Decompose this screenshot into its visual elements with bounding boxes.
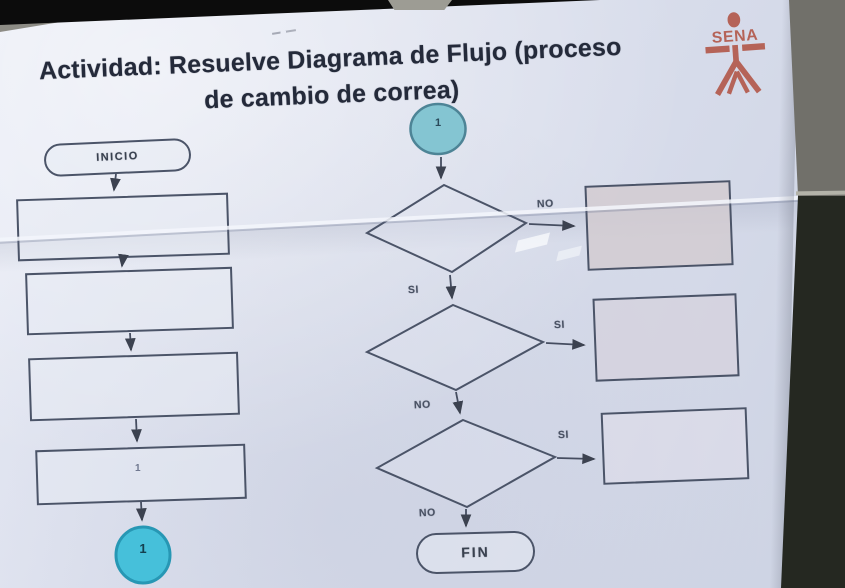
connector-bottom-label: 1 bbox=[139, 541, 147, 556]
offpage-connector-top bbox=[409, 102, 467, 156]
arrow-d3-si-to-result3 bbox=[556, 453, 596, 465]
decision3-down-label: NO bbox=[418, 506, 437, 520]
sena-figure-bar-left bbox=[705, 45, 730, 54]
sena-logo-head bbox=[727, 12, 741, 28]
decision-diamond-2 bbox=[364, 303, 546, 392]
process-box-2 bbox=[25, 266, 234, 336]
arrow-p3-to-p4 bbox=[131, 418, 142, 443]
decision-diamond-1 bbox=[364, 183, 529, 274]
process-box-4-note: 1 bbox=[135, 463, 141, 474]
sena-logo-graphic: SENA bbox=[705, 12, 766, 96]
sena-figure bbox=[715, 44, 762, 96]
sena-logo-text: SENA bbox=[711, 27, 759, 47]
start-label: INICIO bbox=[95, 150, 140, 164]
decision1-down-label: SI bbox=[407, 283, 420, 297]
arrow-p1-to-p2 bbox=[118, 253, 129, 268]
decision-diamond-3 bbox=[374, 418, 558, 509]
start-terminator bbox=[44, 138, 191, 177]
arrow-d2-si-to-result2 bbox=[545, 338, 586, 350]
decision2-down-label: NO bbox=[413, 398, 432, 412]
arrow-start-to-p1 bbox=[110, 173, 121, 192]
arrow-p4-to-connector bbox=[135, 501, 147, 522]
result-box-1 bbox=[584, 180, 734, 271]
end-label: FIN bbox=[461, 543, 490, 561]
decision1-right-label: NO bbox=[536, 197, 555, 211]
arrow-d1-no-to-result1 bbox=[528, 220, 576, 231]
right-bezel-seam bbox=[795, 190, 845, 196]
offpage-connector-bottom bbox=[114, 525, 172, 585]
decision2-right-label: SI bbox=[553, 318, 566, 332]
sena-logo: SENA bbox=[694, 9, 776, 98]
arrow-d2-no-to-d3 bbox=[452, 391, 464, 415]
process-box-3 bbox=[28, 351, 240, 422]
decision3-right-label: SI bbox=[557, 428, 570, 442]
result-box-2 bbox=[592, 293, 740, 382]
connector-top-label: 1 bbox=[434, 117, 442, 129]
result-box-3 bbox=[600, 407, 750, 485]
arrow-p2-to-p3 bbox=[124, 332, 136, 352]
top-bezel-notch bbox=[388, 0, 452, 10]
end-terminator bbox=[416, 530, 535, 575]
sena-figure-bar-right bbox=[741, 43, 766, 51]
arrow-d1-si-to-d2 bbox=[445, 274, 457, 300]
process-box-4 bbox=[35, 443, 247, 506]
